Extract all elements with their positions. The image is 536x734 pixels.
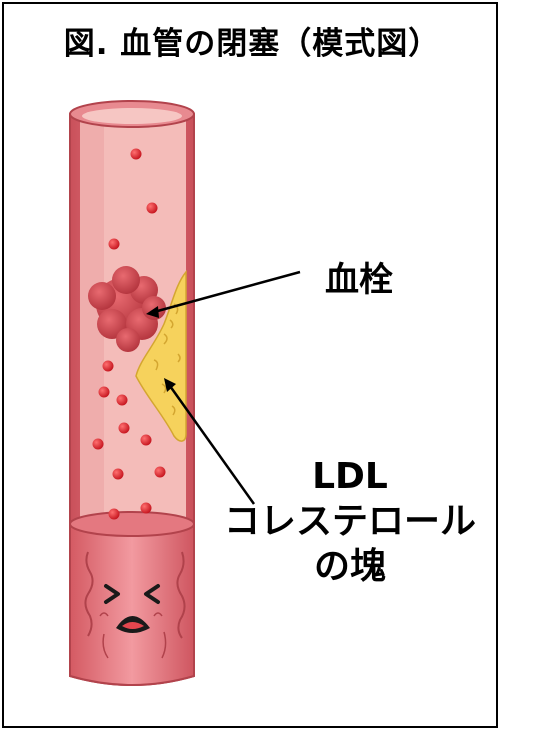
ldl-label: LDL コレステロール の塊: [210, 454, 490, 589]
vessel-top-inner: [82, 108, 182, 124]
thrombus-pointer-arrowhead: [146, 306, 159, 318]
thrombus-pointer-line: [153, 270, 301, 314]
ldl-label-line2: コレステロール: [223, 501, 476, 542]
plaque-pointer-line: [168, 385, 256, 505]
thrombus-label: 血栓: [325, 260, 393, 300]
plaque-pointer-arrowhead: [164, 378, 176, 392]
red-blood-cells: [92, 148, 166, 520]
vessel-lower-segment: [69, 522, 195, 686]
wrinkle-left: [84, 551, 94, 637]
pained-face-icon: [99, 584, 163, 633]
vessel-diagram: [69, 100, 301, 686]
figure-frame: 図. 血管の閉塞（模式図）: [2, 2, 498, 728]
wrinkle-mid: [102, 631, 167, 659]
ldl-label-line1: LDL: [312, 456, 388, 497]
wrinkle-right: [176, 551, 186, 639]
figure-title: 図. 血管の閉塞（模式図）: [63, 26, 441, 62]
vessel-cut-edge: [69, 511, 195, 537]
ldl-label-line3: の塊: [313, 546, 386, 587]
plaque: [135, 269, 187, 442]
blood-clot: [88, 266, 166, 352]
plaque-texture: [153, 303, 181, 416]
lumen-shading: [80, 116, 104, 524]
